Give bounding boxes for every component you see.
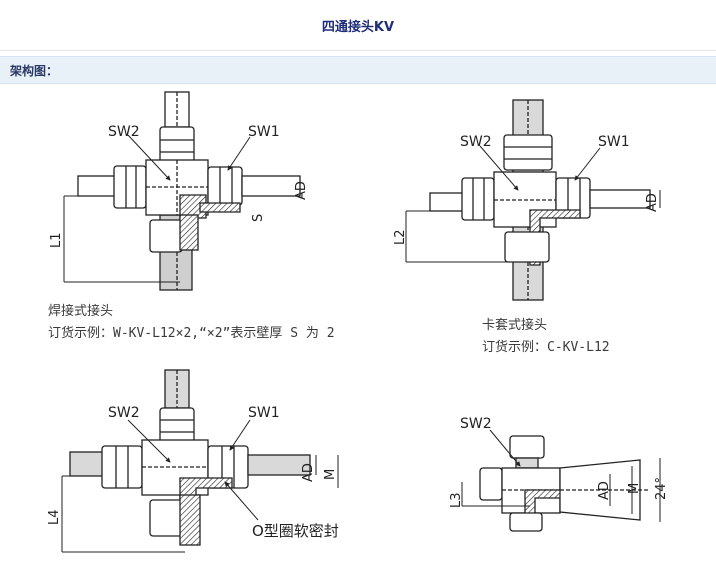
oring-seal-label: O型圈软密封 [252, 522, 339, 540]
cone-angle-label: 24° [654, 477, 669, 500]
cone-m-label: M [627, 483, 642, 494]
welded-caption-example: 订货示例：W-KV-L12×2,“×2”表示壁厚 S 为 2 [48, 326, 335, 341]
ferrule-sw2-label: SW2 [460, 134, 492, 150]
ferrule-sw1-label: SW1 [598, 134, 630, 150]
figure-cone [461, 429, 661, 532]
ferrule-l2-label: L2 [393, 229, 408, 245]
welded-sw2-label: SW2 [108, 124, 140, 140]
welded-l1-label: L1 [49, 232, 64, 248]
cone-ad-label: AD [597, 481, 612, 500]
page-title: 四通接头KV [321, 20, 395, 35]
section-bar: 架构图： [0, 56, 716, 84]
section-label: 架构图： [10, 64, 59, 78]
oring-sw1-label: SW1 [248, 405, 280, 421]
ferrule-ad-label: AD [645, 193, 660, 212]
oring-sw2-label: SW2 [108, 405, 140, 421]
ferrule-caption-example: 订货示例：C-KV-L12 [482, 340, 610, 355]
welded-sw1-label: SW1 [248, 124, 280, 140]
ferrule-caption-title: 卡套式接头 [482, 318, 548, 333]
page-header: 四通接头KV [0, 0, 716, 51]
welded-caption-title: 焊接式接头 [48, 304, 114, 319]
welded-ad-label: AD [294, 181, 309, 200]
oring-m-label: M [323, 469, 338, 480]
oring-l4-label: L4 [47, 509, 62, 525]
figure-ferrule [405, 99, 661, 301]
figure-welded [63, 91, 301, 291]
welded-s-label: S [251, 214, 266, 222]
figure-oring [61, 369, 339, 553]
cone-l3-label: L3 [449, 492, 464, 508]
oring-ad-label: AD [301, 463, 316, 482]
cone-sw2-label: SW2 [460, 416, 492, 432]
